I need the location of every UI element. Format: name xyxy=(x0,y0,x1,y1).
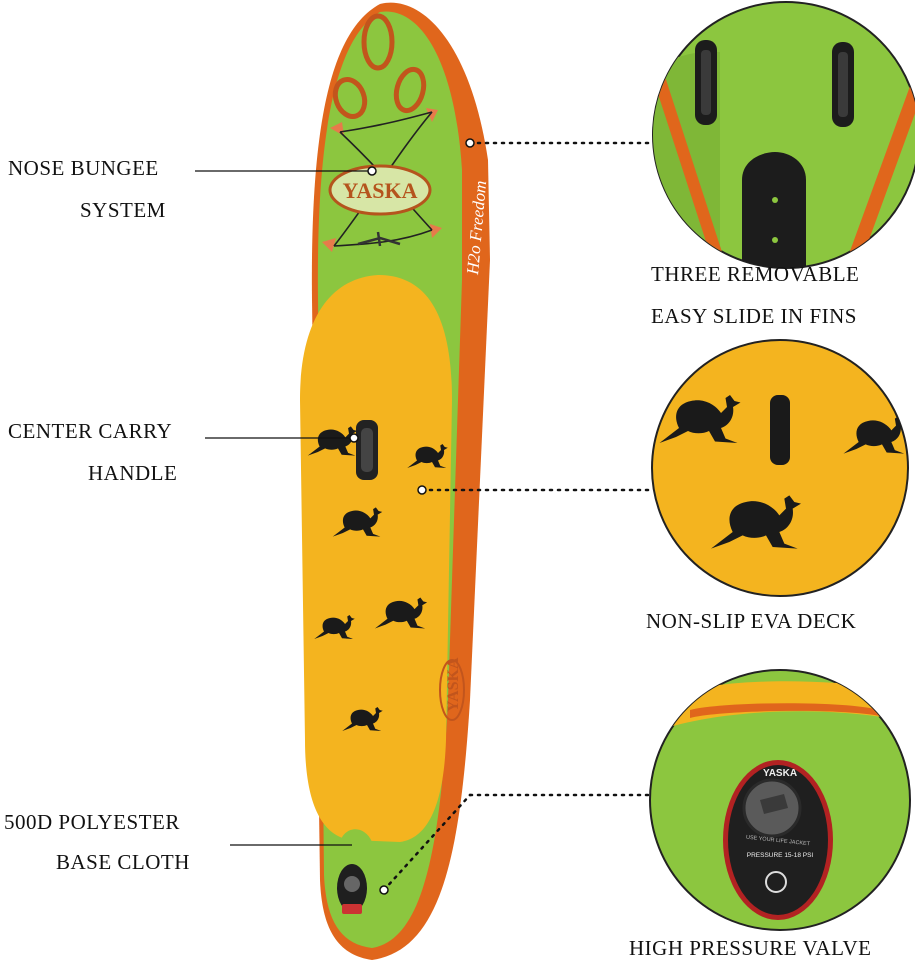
label-fins-line1: THREE REMOVABLE xyxy=(651,262,860,286)
valve-brand: YASKA xyxy=(762,768,798,779)
nose-oval xyxy=(332,77,368,119)
carry-handle-grip xyxy=(361,428,373,472)
bungee-anchor xyxy=(430,224,442,238)
deck-pad xyxy=(300,275,452,842)
valve-pressure: PRESSURE 15-18 PSI xyxy=(746,852,814,859)
board-valve-label xyxy=(342,904,362,914)
callout-valve-diag xyxy=(382,793,472,892)
valve-ring xyxy=(765,871,787,893)
label-nose-bungee-line1: NOSE BUNGEE xyxy=(8,156,159,180)
tail-cutout xyxy=(340,829,372,842)
label-center-carry-line2: HANDLE xyxy=(88,461,178,485)
callout-lines xyxy=(195,141,654,892)
center-fin-box xyxy=(742,152,806,268)
detail-fins xyxy=(652,1,915,269)
label-valve: HIGH PRESSURE VALVE xyxy=(629,936,872,960)
label-base-cloth-line2: BASE CLOTH xyxy=(56,850,190,874)
callout-dots xyxy=(349,138,475,895)
board-valve-cap xyxy=(344,876,360,892)
nose-logo-oval xyxy=(328,164,432,216)
nose-oval xyxy=(361,13,395,71)
board: H2o Freedom YASKA xyxy=(300,2,490,960)
label-center-carry-line1: CENTER CARRY xyxy=(8,419,173,443)
label-nose-bungee-line2: SYSTEM xyxy=(80,198,166,222)
detail-deck xyxy=(651,339,909,597)
rail-brand-text: YASKA xyxy=(445,657,462,712)
deck-handle-closeup xyxy=(770,395,790,465)
leash-plug xyxy=(357,231,401,247)
bungee-anchor xyxy=(426,108,438,122)
rail-logo-oval xyxy=(439,659,465,721)
label-deck: NON-SLIP EVA DECK xyxy=(646,609,857,633)
detail-valve xyxy=(649,669,911,931)
label-base-cloth-line1: 500D POLYESTER xyxy=(4,810,180,834)
bungee-anchor xyxy=(322,238,336,252)
nose-oval xyxy=(393,66,427,114)
nose-logo-text: YASKA xyxy=(343,178,418,203)
label-fins-line2: EASY SLIDE IN FINS xyxy=(651,304,857,328)
